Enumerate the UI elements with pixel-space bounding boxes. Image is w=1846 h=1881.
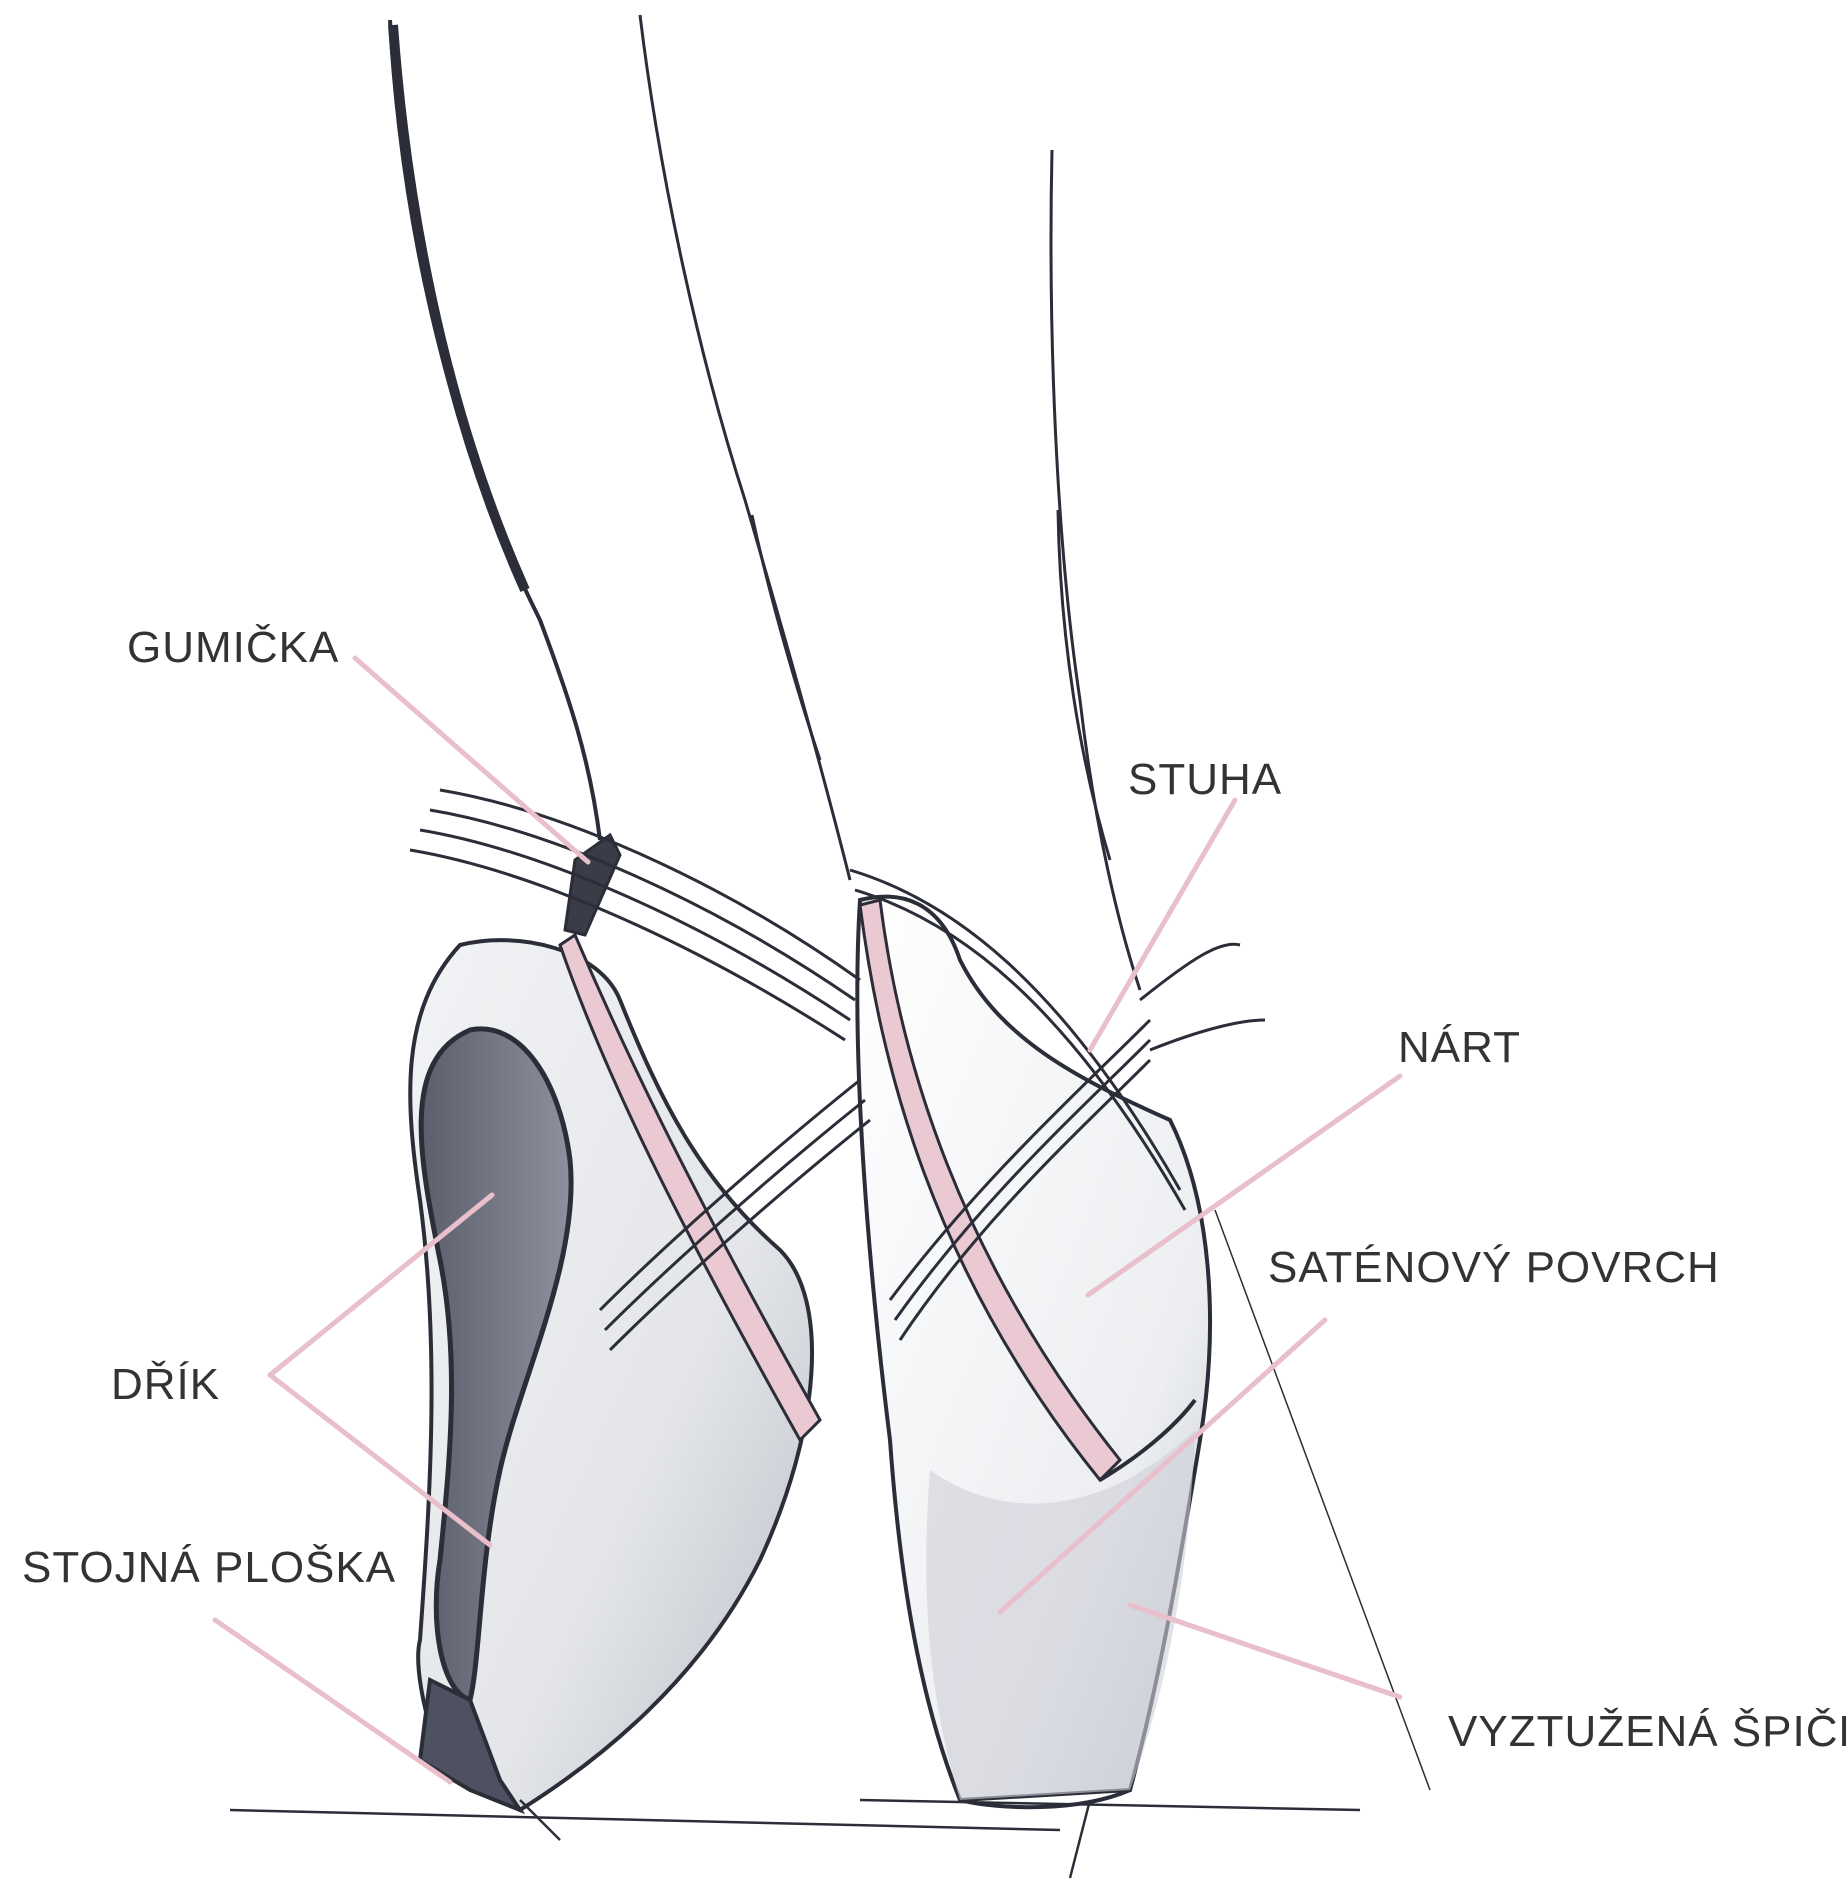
left-shoe [410, 835, 820, 1810]
right-shoe [857, 897, 1210, 1808]
label-stojna-ploska: STOJNÁ PLOŠKA [22, 1546, 396, 1590]
floor-lines [230, 1210, 1430, 1878]
leader-gumicka [355, 658, 588, 862]
label-gumicka: GUMIČKA [127, 626, 339, 670]
label-nart: NÁRT [1398, 1026, 1521, 1070]
label-satenovy-povrch: SATÉNOVÝ POVRCH [1268, 1246, 1720, 1290]
leader-stuha [1090, 800, 1235, 1050]
label-stuha: STUHA [1128, 758, 1282, 802]
leader-stojna-ploska [215, 1620, 450, 1782]
leader-vyztuzena-spicka [1130, 1605, 1400, 1697]
leader-lines [215, 658, 1400, 1782]
label-vyztuzena-spicka: VYZTUŽENÁ ŠPIČKA [1448, 1710, 1846, 1754]
label-drik: DŘÍK [111, 1363, 220, 1407]
right-leg [1051, 150, 1140, 990]
